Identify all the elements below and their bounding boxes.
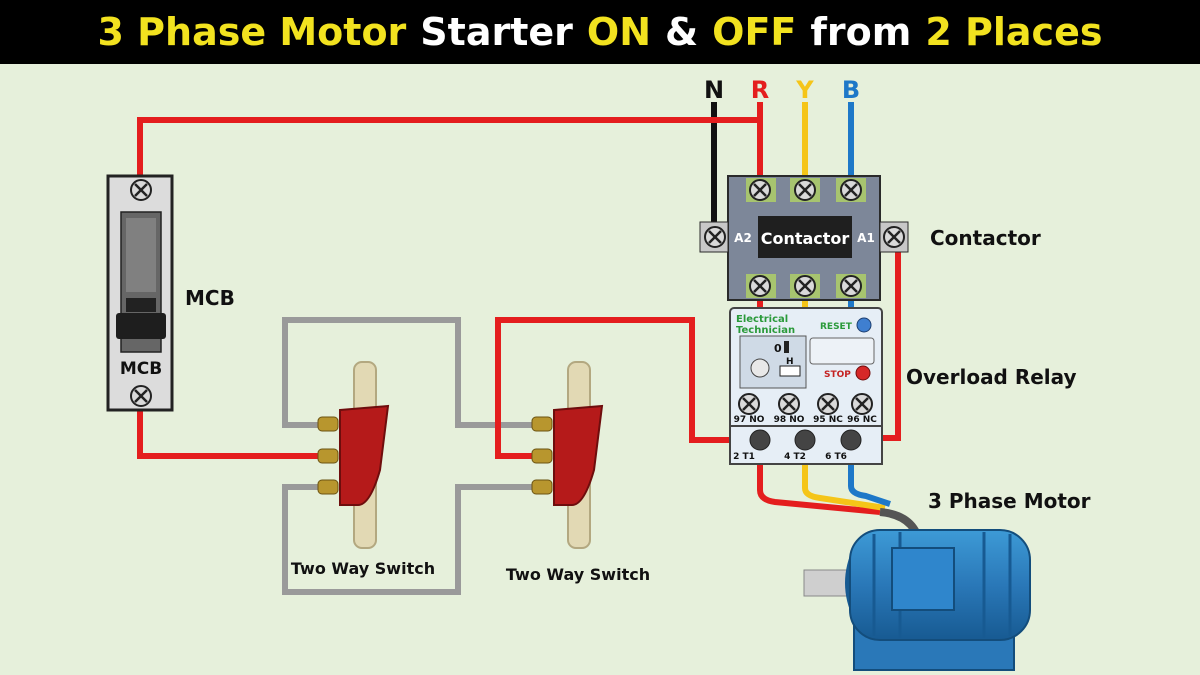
contactor-a1-terminal-icon xyxy=(882,225,906,249)
title-part-places: 2 Places xyxy=(925,10,1103,54)
relay-current-dial-icon[interactable] xyxy=(750,358,770,378)
contactor-label: Contactor xyxy=(930,226,1041,250)
relay-terminal-96-icon xyxy=(850,392,874,416)
title-part-from: from xyxy=(810,10,912,54)
relay-stop-text: STOP xyxy=(824,370,851,380)
relay-reset-button[interactable] xyxy=(856,317,872,333)
two-way-switch-1[interactable] xyxy=(317,361,390,549)
contactor-load-r-icon xyxy=(748,274,772,298)
relay-dial-0: 0 xyxy=(774,342,782,355)
switch2-label: Two Way Switch xyxy=(506,565,650,584)
contactor-a2-label: A2 xyxy=(734,231,752,245)
three-phase-motor xyxy=(803,529,1031,671)
title-bar: 3 Phase Motor Starter ON & OFF from 2 Pl… xyxy=(0,0,1200,64)
phase-label-n: N xyxy=(704,76,724,104)
relay-terminal-95-label: 95 NC xyxy=(813,415,843,425)
mcb-toggle[interactable] xyxy=(116,313,166,339)
contactor-load-b-icon xyxy=(839,274,863,298)
two-way-switch-2[interactable] xyxy=(531,361,604,549)
relay-terminal-96-label: 96 NC xyxy=(847,415,877,425)
mcb-top-terminal-icon xyxy=(129,178,153,202)
title-part-motor: 3 Phase Motor xyxy=(97,10,407,54)
mcb-label: MCB xyxy=(185,286,235,310)
mcb: MCB xyxy=(106,174,174,412)
contactor-a2-terminal-icon xyxy=(703,225,727,249)
control-wires xyxy=(282,317,540,595)
contactor-line-y-icon xyxy=(793,178,817,202)
phase-label-y: Y xyxy=(795,76,814,104)
relay-output-t6: 6 T6 xyxy=(825,452,847,462)
relay-stop-button[interactable] xyxy=(855,365,871,381)
contactor-load-y-icon xyxy=(793,274,817,298)
relay-reset-text: RESET xyxy=(820,322,853,332)
contactor-line-b-icon xyxy=(839,178,863,202)
phase-label-b: B xyxy=(842,76,860,104)
mcb-bottom-terminal-icon xyxy=(129,384,153,408)
relay-terminal-95-icon xyxy=(816,392,840,416)
contactor-center-label: Contactor xyxy=(761,229,850,248)
title-part-starter: Starter xyxy=(420,10,573,54)
overload-relay-label: Overload Relay xyxy=(906,365,1077,389)
relay-output-t2: 4 T2 xyxy=(784,452,806,462)
contactor-a1-label: A1 xyxy=(857,231,875,245)
contactor-line-r-icon xyxy=(748,178,772,202)
overload-relay: Electrical Technician RESET 0 H STOP 97 … xyxy=(729,307,883,465)
relay-brand-line1: Electrical xyxy=(736,314,788,325)
relay-terminal-98-label: 98 NO xyxy=(774,415,805,425)
motor-terminal-box xyxy=(891,547,955,611)
relay-dial-h: H xyxy=(786,357,794,367)
motor-shaft xyxy=(803,569,851,597)
title-part-off: OFF xyxy=(712,10,797,54)
relay-terminal-97-icon xyxy=(737,392,761,416)
title-part-and: & xyxy=(665,10,699,54)
switch1-label: Two Way Switch xyxy=(291,559,435,578)
relay-brand-line2: Technician xyxy=(736,325,795,336)
relay-output-t1: 2 T1 xyxy=(733,452,755,462)
motor-label: 3 Phase Motor xyxy=(928,489,1091,513)
phase-label-r: R xyxy=(751,76,769,104)
title-part-on: ON xyxy=(586,10,651,54)
mcb-device-label: MCB xyxy=(120,359,162,379)
relay-terminal-98-icon xyxy=(777,392,801,416)
contactor: Contactor A2 A1 xyxy=(699,175,909,301)
relay-terminal-97-label: 97 NO xyxy=(734,415,765,425)
